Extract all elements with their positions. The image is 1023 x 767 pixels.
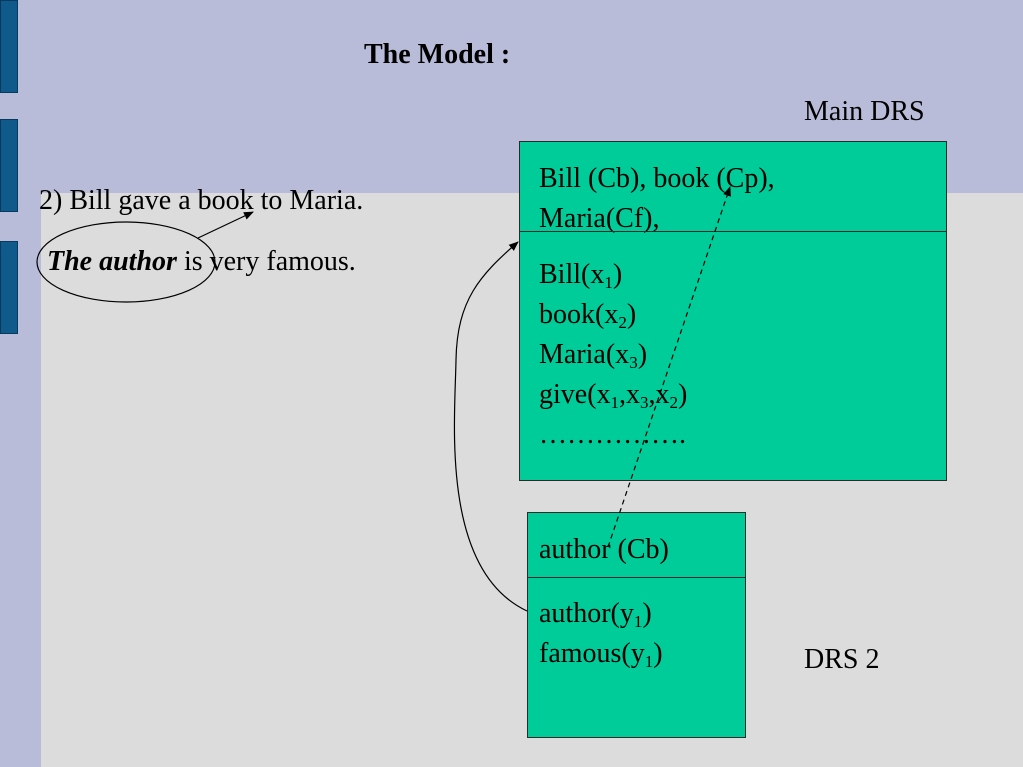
drs2-to-main-drs-curve-arrow bbox=[453, 241, 528, 612]
side-tab-2 bbox=[0, 119, 18, 212]
main-drs-label: Main DRS bbox=[804, 96, 925, 127]
drs2-condition: author(y1) bbox=[539, 598, 652, 631]
main-drs-condition: give(x1,x3,x2) bbox=[539, 379, 688, 412]
sentence-2-rest: is very famous. bbox=[176, 246, 356, 277]
main-drs-condition: Maria(x3) bbox=[539, 339, 648, 372]
slide-title: The Model : bbox=[364, 39, 511, 70]
drs2-label: DRS 2 bbox=[804, 644, 880, 675]
drs2-divider bbox=[528, 577, 745, 578]
sentence-2-emphasis: The author bbox=[47, 246, 177, 277]
drs2-condition: famous(y1) bbox=[539, 638, 663, 671]
main-drs-header-line-1: Bill (Cb), book (Cp), bbox=[539, 163, 775, 194]
drs2-header: author (Cb) bbox=[539, 534, 669, 565]
side-tab-3 bbox=[0, 241, 18, 334]
side-tab-1 bbox=[0, 0, 18, 93]
main-drs-ellipsis: ……………. bbox=[539, 419, 686, 450]
left-band bbox=[0, 0, 41, 767]
sentence-1: 2) Bill gave a book to Maria. bbox=[39, 185, 364, 216]
main-drs-box: Bill (Cb), book (Cp), Maria(Cf), Bill(x1… bbox=[519, 141, 947, 481]
main-drs-header-line-2: Maria(Cf), bbox=[539, 203, 660, 234]
sentence-2: The author is very famous. bbox=[47, 246, 356, 278]
main-drs-condition: book(x2) bbox=[539, 299, 637, 332]
main-drs-divider bbox=[520, 231, 946, 232]
drs2-box: author (Cb) author(y1) famous(y1) bbox=[527, 512, 746, 738]
main-drs-condition: Bill(x1) bbox=[539, 259, 623, 292]
